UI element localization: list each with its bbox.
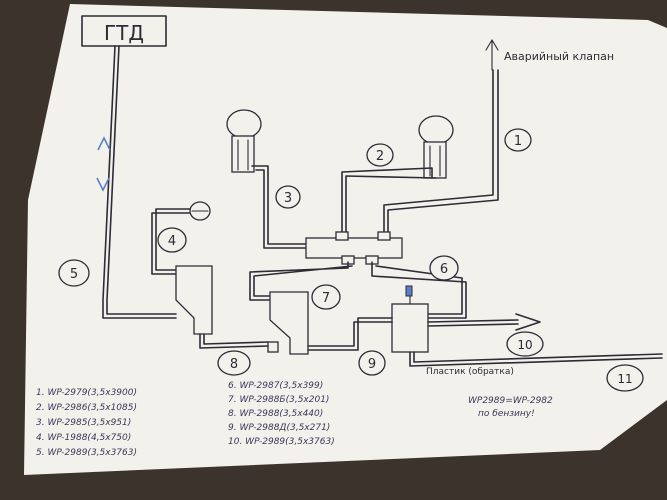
callout-8: 8 bbox=[217, 350, 251, 376]
note: WP2989=WP-2982 по бензину! bbox=[468, 396, 553, 419]
line-3 bbox=[251, 165, 307, 249]
callout-5: 5 bbox=[58, 259, 90, 287]
line-7 bbox=[249, 261, 353, 301]
part-item: 4. WP-1988(4,5x750) bbox=[36, 433, 131, 443]
part-item: 9. WP-2988Д(3,5x271) bbox=[228, 423, 330, 433]
emergency-valve-arrow bbox=[485, 39, 499, 71]
part-item: 5. WP-2989(3,5x3763) bbox=[36, 448, 137, 458]
valve-middle-fitting bbox=[267, 341, 279, 353]
line-5-arrows bbox=[96, 136, 111, 192]
filter-small bbox=[189, 201, 211, 221]
line-1 bbox=[383, 69, 499, 239]
line-8 bbox=[199, 333, 269, 349]
part-item: 8. WP-2988(3,5x440) bbox=[228, 409, 323, 419]
part-item: 7. WP-2988Б(3,5x201) bbox=[228, 395, 329, 405]
line-9 bbox=[307, 317, 393, 351]
svg-text:7: 7 bbox=[322, 291, 330, 306]
svg-text:4: 4 bbox=[168, 234, 176, 249]
line-11 bbox=[409, 351, 663, 367]
parts-list-left: 1. WP-2979(3,5x3900) 2. WP-2986(3,5x1085… bbox=[36, 388, 137, 458]
gtd-label: ГТД bbox=[104, 21, 144, 45]
line-10 bbox=[427, 319, 519, 327]
svg-text:10: 10 bbox=[517, 338, 532, 352]
callout-6: 6 bbox=[429, 255, 459, 281]
line-5 bbox=[102, 45, 177, 319]
callout-3: 3 bbox=[275, 185, 301, 209]
valve-right bbox=[391, 285, 429, 353]
svg-text:8: 8 bbox=[230, 357, 238, 372]
line-6 bbox=[371, 261, 467, 319]
plastic-return-label: Пластик (обратка) bbox=[426, 367, 514, 377]
valve-left bbox=[175, 265, 213, 335]
part-item: 6. WP-2987(3,5x399) bbox=[228, 381, 323, 391]
callout-11: 11 bbox=[606, 364, 644, 392]
svg-text:2: 2 bbox=[376, 149, 384, 164]
note-line-1: WP2989=WP-2982 bbox=[468, 396, 553, 406]
emergency-valve-label: Аварийный клапан bbox=[504, 50, 614, 63]
part-item: 2. WP-2986(3,5x1085) bbox=[36, 403, 137, 413]
svg-text:9: 9 bbox=[368, 357, 376, 372]
part-item: 3. WP-2985(3,5x951) bbox=[36, 418, 131, 428]
parts-list-right: 6. WP-2987(3,5x399) 7. WP-2988Б(3,5x201)… bbox=[228, 381, 335, 447]
valve-middle bbox=[269, 291, 309, 355]
callout-2: 2 bbox=[366, 143, 394, 167]
callout-10: 10 bbox=[506, 331, 544, 357]
part-item: 10. WP-2989(3,5x3763) bbox=[228, 437, 335, 447]
line-10-arrowhead bbox=[515, 313, 541, 331]
manifold-block bbox=[305, 231, 403, 265]
line-2 bbox=[341, 167, 437, 237]
gtd-box bbox=[81, 15, 167, 47]
svg-text:5: 5 bbox=[70, 267, 78, 282]
svg-text:3: 3 bbox=[284, 191, 292, 206]
callout-9: 9 bbox=[358, 350, 386, 376]
svg-text:11: 11 bbox=[617, 372, 632, 386]
callout-7: 7 bbox=[311, 284, 341, 310]
canister-left bbox=[226, 109, 262, 173]
callout-1: 1 bbox=[504, 128, 532, 152]
callout-4: 4 bbox=[157, 227, 187, 253]
line-4 bbox=[151, 208, 191, 275]
svg-text:1: 1 bbox=[514, 134, 522, 149]
note-line-2: по бензину! bbox=[478, 409, 535, 419]
part-item: 1. WP-2979(3,5x3900) bbox=[36, 388, 137, 398]
svg-text:6: 6 bbox=[440, 262, 448, 277]
